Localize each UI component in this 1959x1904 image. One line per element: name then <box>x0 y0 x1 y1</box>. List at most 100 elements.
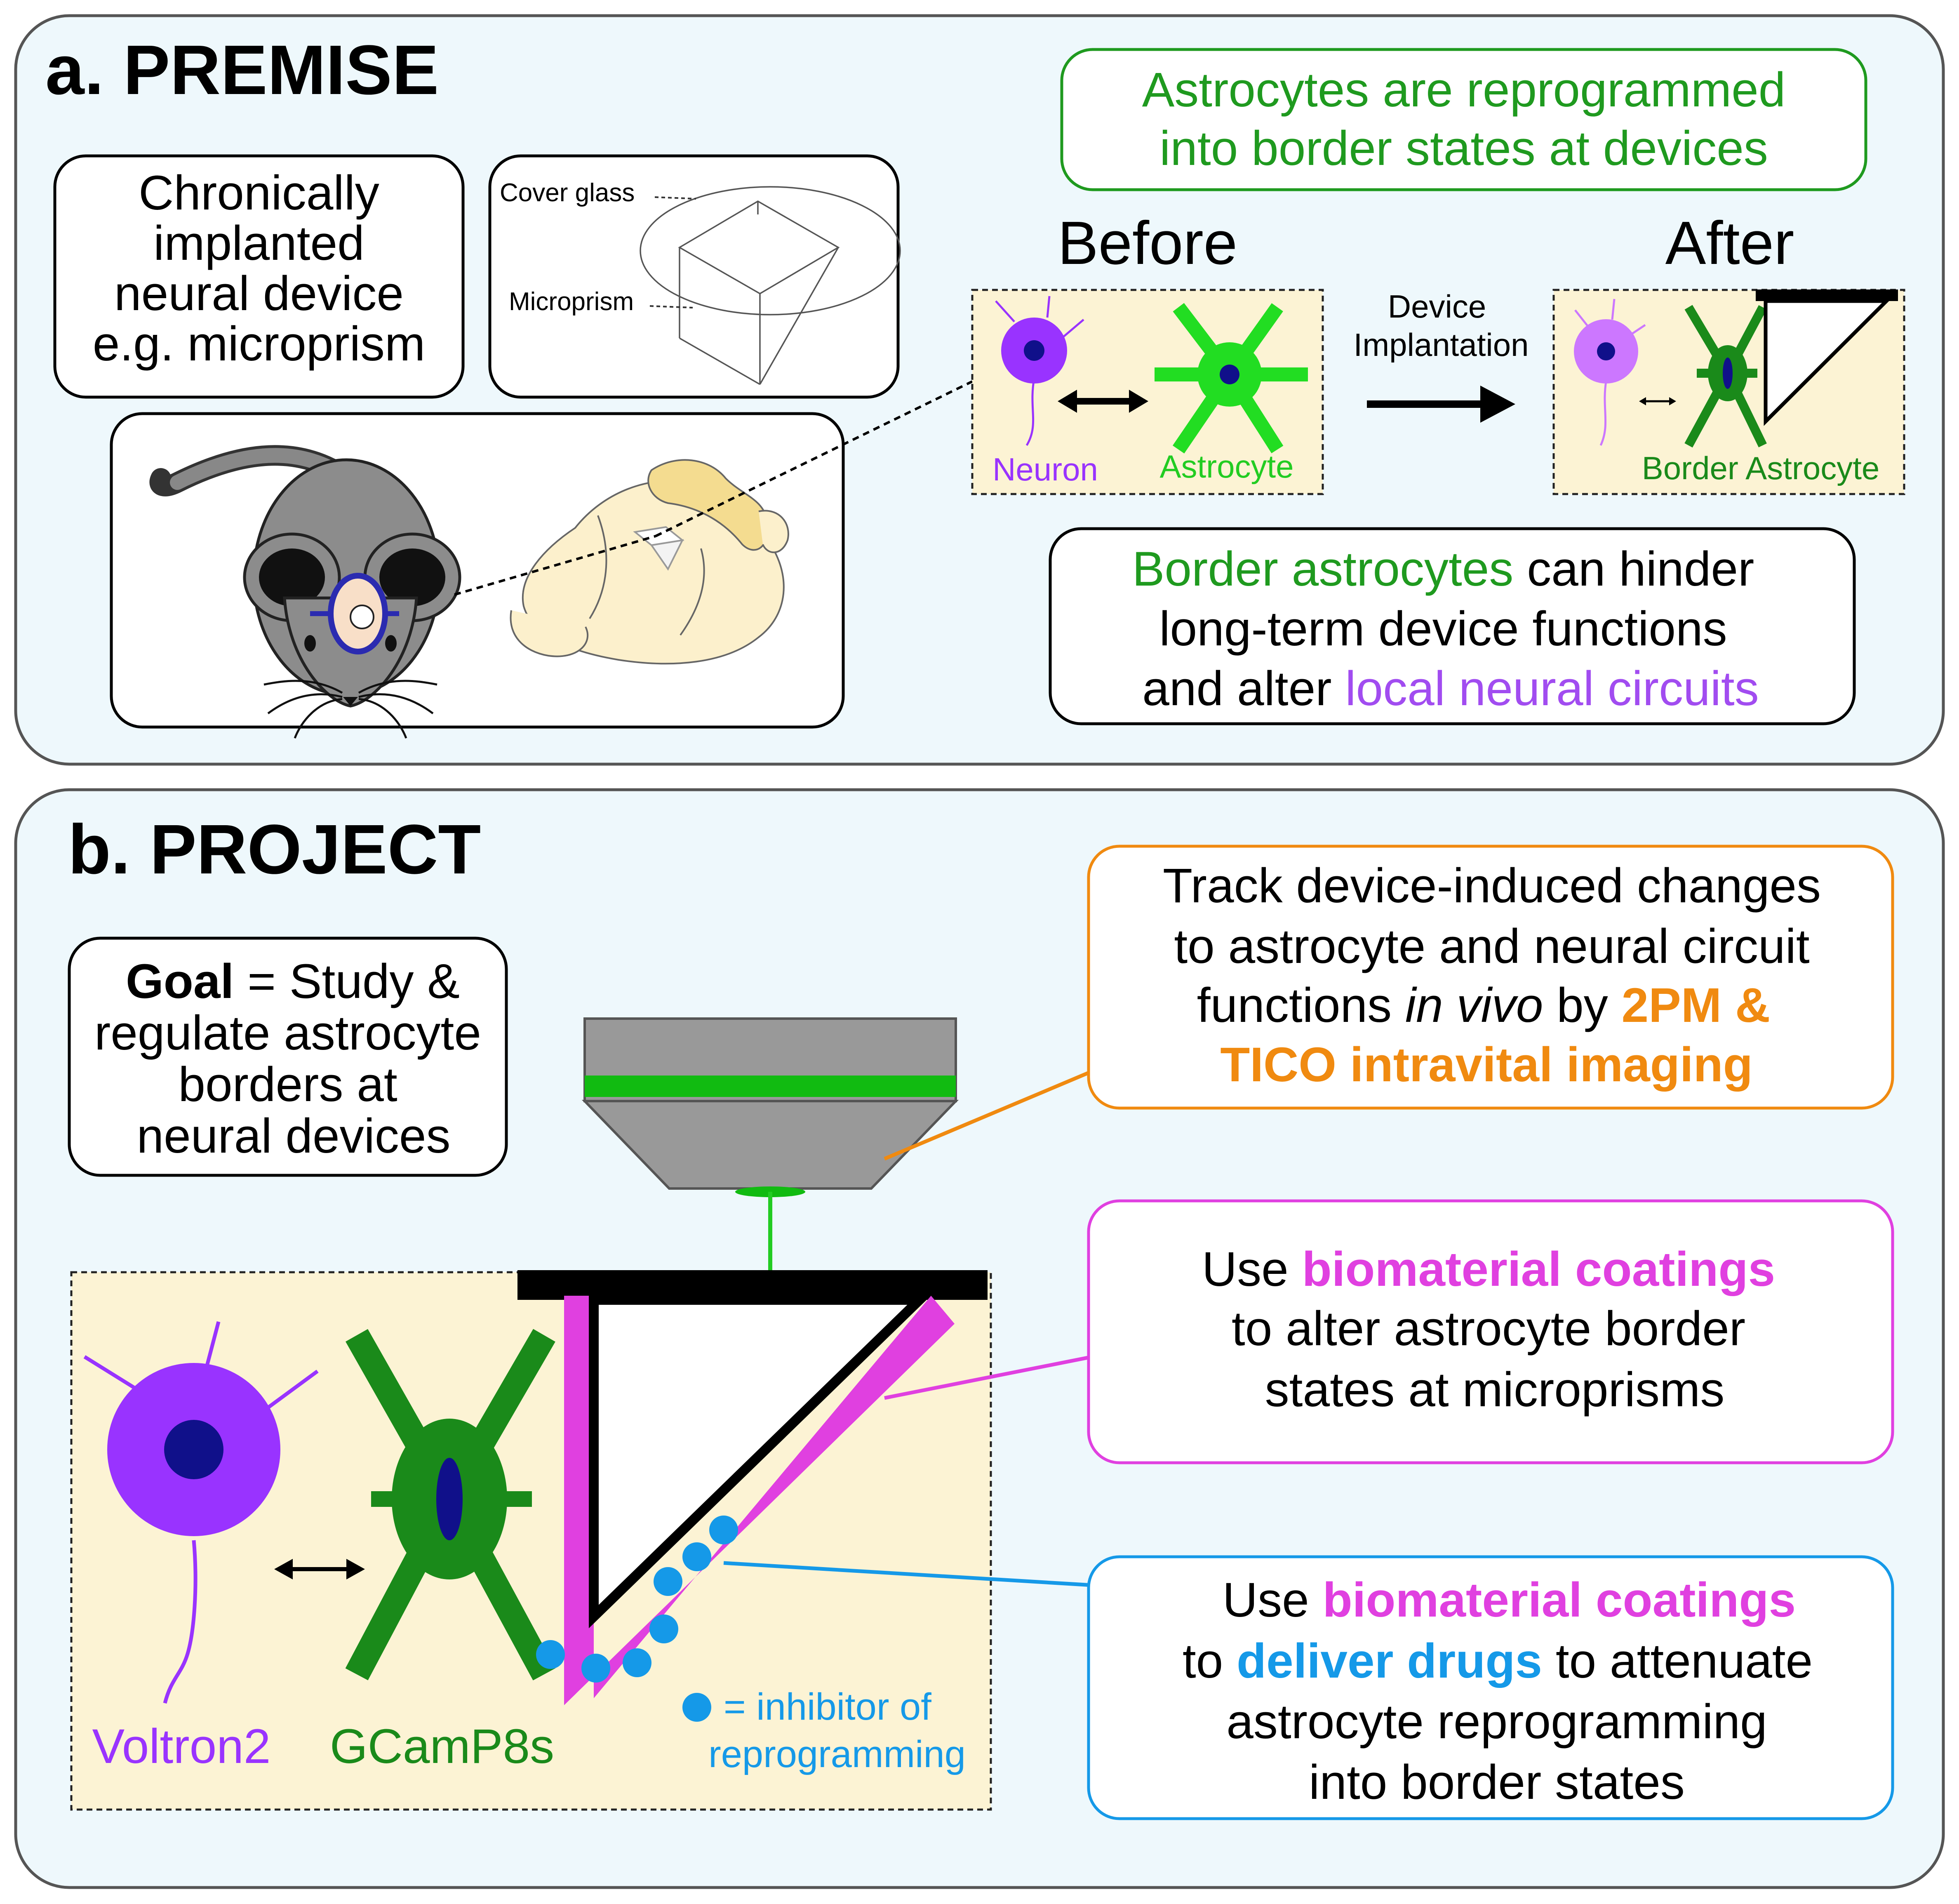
brain-highlight-region <box>647 459 769 551</box>
mouse-brain-box <box>110 412 845 739</box>
coating-line-1: Use biomaterial coatings <box>1202 1242 1775 1297</box>
prism-edge <box>679 337 760 385</box>
neuron-axon <box>1025 378 1035 446</box>
voltron-label: Voltron2 <box>92 1719 271 1774</box>
coating-box-frame <box>1087 1199 1894 1464</box>
track-statement-box: Track device-induced changes to astrocyt… <box>1087 845 1894 1110</box>
border-astrocyte-label: Border Astrocyte <box>1642 450 1880 486</box>
goal-line-1: Goal = Study & <box>126 954 460 1009</box>
cover-glass-leader <box>654 196 696 200</box>
neuron-dendrite <box>1574 309 1588 327</box>
neuron-dendrite <box>1046 296 1051 318</box>
hinder-line-1-green: Border astrocytes <box>1132 542 1514 596</box>
prism-edge <box>759 247 839 385</box>
track-line-3-mid: by <box>1543 978 1621 1033</box>
goal-line-2: regulate astrocyte <box>94 1006 481 1060</box>
track-line-3: functions in vivo by 2PM & <box>1197 978 1770 1033</box>
before-label: Before <box>1058 209 1237 277</box>
inhibitor-legend-dot <box>682 1693 711 1722</box>
drug-line-2-blue: deliver drugs <box>1237 1634 1542 1688</box>
goal-line-4: neural devices <box>137 1109 451 1163</box>
drug-line-2-rest: to attenuate <box>1542 1634 1813 1688</box>
neuron-dendrite <box>1611 299 1616 320</box>
device-box-line-3: neural device <box>114 266 404 321</box>
device-description-box: Chronically implanted neural device e.g.… <box>53 154 465 399</box>
drug-line-4: into border states <box>1309 1755 1685 1810</box>
cover-glass-ellipse <box>640 186 901 315</box>
track-line-3-italic: in vivo <box>1405 978 1543 1033</box>
mouse-illustration <box>149 445 461 739</box>
drug-dot <box>623 1648 651 1677</box>
before-neuron <box>995 296 1084 446</box>
drug-line-1-magenta: biomaterial coatings <box>1323 1573 1796 1627</box>
arrow-head-right <box>346 1559 365 1579</box>
goal-line-1-rest: = Study & <box>234 954 460 1009</box>
neuron-dendrite <box>995 300 1015 322</box>
hinder-line-3-purple: local neural circuits <box>1345 661 1759 716</box>
brain-sulcus <box>589 515 607 619</box>
microprism-label: Microprism <box>509 287 634 316</box>
track-box-frame <box>1087 845 1894 1110</box>
track-line-1: Track device-induced changes <box>1163 859 1821 913</box>
drug-line-1-start: Use <box>1223 1573 1323 1627</box>
goal-label: Goal <box>126 954 234 1009</box>
mouse-whiskers <box>263 680 437 739</box>
brain-olfactory <box>510 610 588 657</box>
transition-line-1: Device <box>1388 288 1486 325</box>
track-line-2: to astrocyte and neural circuit <box>1174 919 1809 974</box>
mouse-left-ear-inner <box>259 548 325 606</box>
hinder-line-2: long-term device functions <box>1159 602 1727 656</box>
premise-box-frame <box>1060 48 1867 191</box>
after-neuron <box>1574 299 1646 446</box>
premise-line-1: Astrocytes are reprogrammed <box>1142 63 1786 117</box>
device-box-line-1: Chronically <box>139 166 379 220</box>
mouse-right-eye <box>385 635 397 652</box>
objective-green-band <box>585 1076 956 1097</box>
implanted-prism-dot <box>350 605 374 629</box>
drug-particles <box>536 1516 738 1683</box>
premise-line-2: into border states at devices <box>1159 121 1768 176</box>
panel-a-title: a. PREMISE <box>45 31 439 109</box>
brain-illustration <box>510 459 789 665</box>
neuron-astrocyte-arrow <box>274 1559 365 1579</box>
arrow-head-right <box>1129 390 1148 413</box>
neuron-axon <box>163 1540 198 1704</box>
gcamp-label: GCamP8s <box>330 1719 554 1774</box>
blue-leader <box>723 1561 1134 1590</box>
drug-dot <box>682 1542 711 1571</box>
hinder-box-frame <box>1049 527 1856 725</box>
biomaterial-coating <box>564 1296 955 1705</box>
arrow-head-right <box>1669 397 1676 405</box>
device-box-line-4: e.g. microprism <box>93 317 425 371</box>
drug-line-1: Use biomaterial coatings <box>1223 1573 1796 1627</box>
panel-a: a. PREMISE Chronically implanted neural … <box>14 14 1945 766</box>
coating-line-3: states at microprisms <box>1265 1363 1725 1417</box>
coating-line-2: to alter astrocyte border <box>1232 1301 1745 1356</box>
panel-b-title: b. PROJECT <box>68 810 481 889</box>
implanted-device <box>517 1270 988 1705</box>
drug-line-2-start: to <box>1183 1634 1237 1688</box>
neuron-label: Neuron <box>992 451 1098 487</box>
arrow-head-left <box>1058 390 1077 413</box>
neuron-dendrite <box>1061 319 1084 339</box>
drug-line-3: astrocyte reprogramming <box>1226 1695 1767 1749</box>
before-panel: Neuron Astrocyte <box>971 289 1324 495</box>
brain-sulcus <box>680 548 705 636</box>
drug-dot <box>709 1516 738 1544</box>
after-border-astrocyte <box>1684 305 1767 448</box>
hinder-statement-box: Border astrocytes can hinder long-term d… <box>1049 527 1856 725</box>
mouse-to-brain-leader <box>454 535 656 596</box>
coating-statement-box: Use biomaterial coatings to alter astroc… <box>1087 1199 1894 1464</box>
before-astrocyte <box>1155 303 1308 454</box>
drug-dot <box>649 1615 678 1643</box>
microprism-box-frame <box>488 154 900 399</box>
arrow-head-left <box>274 1559 293 1579</box>
microprism-schematic-box: Cover glass Microprism <box>488 154 901 399</box>
after-device <box>1756 289 1898 426</box>
drug-box-frame <box>1087 1555 1894 1820</box>
device-box-line-2: implanted <box>153 216 365 271</box>
goal-box-frame <box>68 937 508 1177</box>
arrow-head-left <box>1639 397 1646 405</box>
drug-dot <box>536 1640 565 1669</box>
